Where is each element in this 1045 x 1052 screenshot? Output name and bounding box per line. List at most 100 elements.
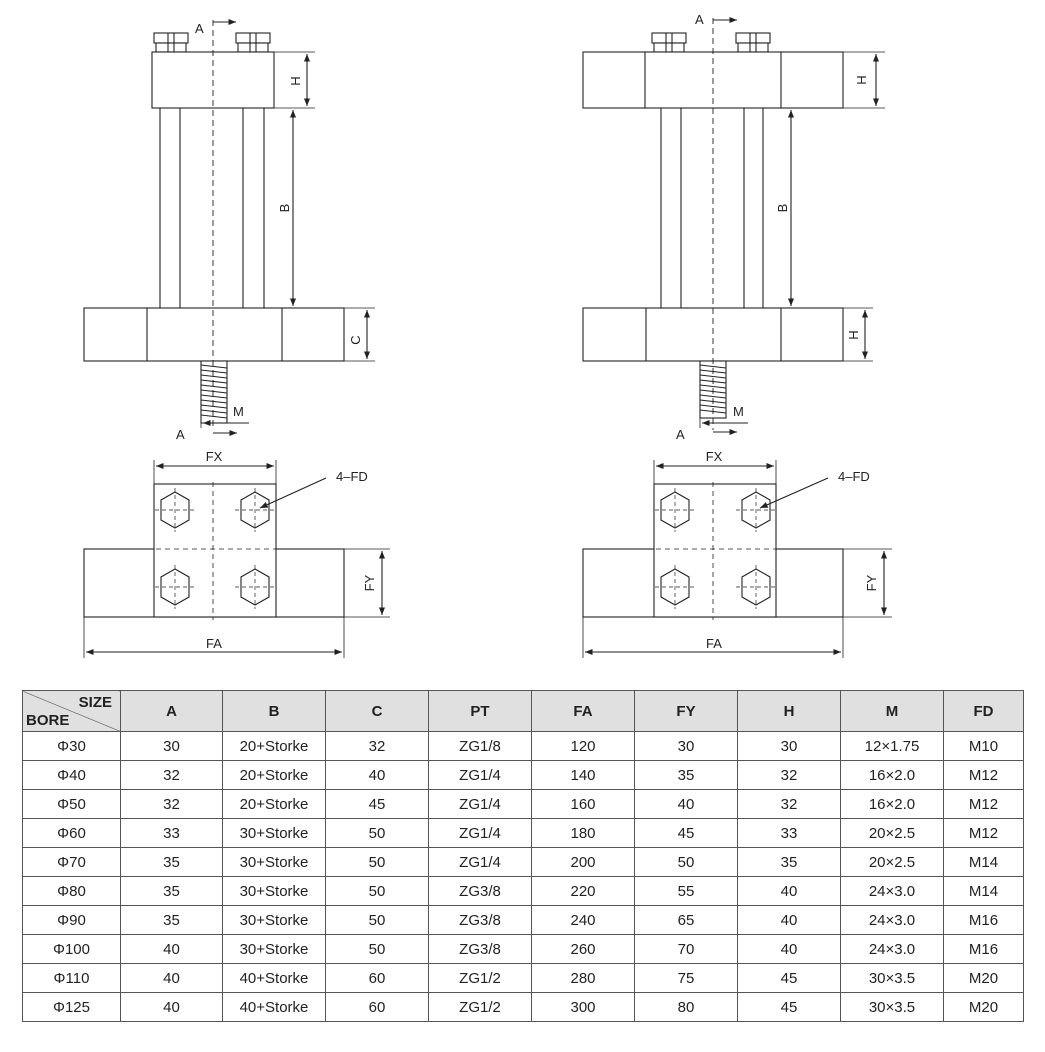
column-header: C: [325, 690, 429, 732]
table-cell: 30×3.5: [840, 992, 944, 1022]
table-cell: 50: [325, 818, 429, 848]
table-cell: 30: [634, 731, 738, 761]
dim-label-h: H: [854, 75, 869, 84]
column-header: B: [222, 690, 326, 732]
dim-label-h: H: [288, 76, 303, 85]
table-cell: 35: [634, 760, 738, 790]
table-cell: 40: [634, 789, 738, 819]
bore-cell: Φ125: [22, 992, 121, 1022]
corner-label-size: SIZE: [78, 694, 112, 711]
table-cell: 200: [531, 847, 635, 877]
table-cell: 40: [120, 992, 223, 1022]
table-cell: 12×1.75: [840, 731, 944, 761]
table-cell: 50: [325, 847, 429, 877]
hex-hole-icon: [736, 488, 776, 532]
table-cell: 32: [120, 760, 223, 790]
column-header: FD: [943, 690, 1024, 732]
table-cell: 24×3.0: [840, 876, 944, 906]
table-cell: 24×3.0: [840, 905, 944, 935]
table-cell: M20: [943, 992, 1024, 1022]
column-header: M: [840, 690, 944, 732]
table-cell: 16×2.0: [840, 789, 944, 819]
table-cell: 70: [634, 934, 738, 964]
table-cell: 55: [634, 876, 738, 906]
table-cell: 35: [737, 847, 841, 877]
table-cell: 16×2.0: [840, 760, 944, 790]
table-cell: 75: [634, 963, 738, 993]
table-cell: ZG3/8: [428, 876, 532, 906]
table-cell: 40: [325, 760, 429, 790]
dim-label-m: M: [233, 404, 244, 419]
right-front-view: [582, 16, 885, 436]
table-cell: 30+Storke: [222, 818, 326, 848]
left-plan-view: [83, 460, 390, 658]
hex-hole-icon: [235, 565, 275, 609]
table-cell: ZG1/4: [428, 818, 532, 848]
table-cell: 32: [737, 789, 841, 819]
dim-label-fy: FY: [362, 574, 377, 591]
table-cell: 60: [325, 963, 429, 993]
table-cell: 50: [634, 847, 738, 877]
column-header: FA: [531, 690, 635, 732]
corner-label-bore: BORE: [26, 712, 70, 729]
bolt-head-icon: [735, 32, 771, 53]
table-cell: 40: [737, 934, 841, 964]
table-cell: M16: [943, 934, 1024, 964]
table-cell: 40: [737, 905, 841, 935]
table-cell: 45: [634, 818, 738, 848]
table-cell: 35: [120, 847, 223, 877]
table-cell: 30+Storke: [222, 847, 326, 877]
hex-hole-icon: [736, 565, 776, 609]
table-cell: 24×3.0: [840, 934, 944, 964]
table-cell: ZG1/2: [428, 963, 532, 993]
table-cell: ZG1/2: [428, 992, 532, 1022]
threaded-rod-icon: [200, 360, 228, 424]
hex-hole-icon: [235, 488, 275, 532]
table-cell: 60: [325, 992, 429, 1022]
technical-drawing: A A H B C M: [83, 12, 892, 658]
table-cell: 120: [531, 731, 635, 761]
table-cell: 20×2.5: [840, 847, 944, 877]
dim-label-m: M: [733, 404, 744, 419]
table-cell: 30+Storke: [222, 934, 326, 964]
dim-label-b: B: [775, 204, 790, 213]
table-cell: 50: [325, 905, 429, 935]
table-cell: 280: [531, 963, 635, 993]
table-header-row: SIZE BORE A B C PT FA FY H M FD: [22, 690, 1024, 732]
table-cell: 20×2.5: [840, 818, 944, 848]
table-cell: 300: [531, 992, 635, 1022]
column-header: H: [737, 690, 841, 732]
right-plan-view: [582, 460, 892, 658]
table-cell: 65: [634, 905, 738, 935]
dim-label-fa: FA: [206, 636, 222, 651]
section-label-a: A: [676, 427, 685, 442]
dim-label-fx: FX: [206, 449, 223, 464]
table-cell: 40+Storke: [222, 963, 326, 993]
bore-cell: Φ70: [22, 847, 121, 877]
dim-label-fa: FA: [706, 636, 722, 651]
bolt-head-icon: [235, 32, 271, 53]
table-corner-header: SIZE BORE: [22, 690, 121, 732]
table-cell: 40: [120, 963, 223, 993]
section-label-a: A: [695, 12, 704, 27]
hole-callout: 4–FD: [838, 469, 870, 484]
table-cell: 180: [531, 818, 635, 848]
bolt-head-icon: [651, 32, 687, 53]
table-cell: ZG1/4: [428, 760, 532, 790]
section-label-a: A: [176, 427, 185, 442]
table-cell: M16: [943, 905, 1024, 935]
bore-cell: Φ40: [22, 760, 121, 790]
table-cell: 45: [737, 963, 841, 993]
table-cell: M12: [943, 818, 1024, 848]
table-cell: 20+Storke: [222, 789, 326, 819]
table-cell: 30+Storke: [222, 905, 326, 935]
table-cell: 40: [737, 876, 841, 906]
bolt-head-icon: [153, 32, 189, 53]
